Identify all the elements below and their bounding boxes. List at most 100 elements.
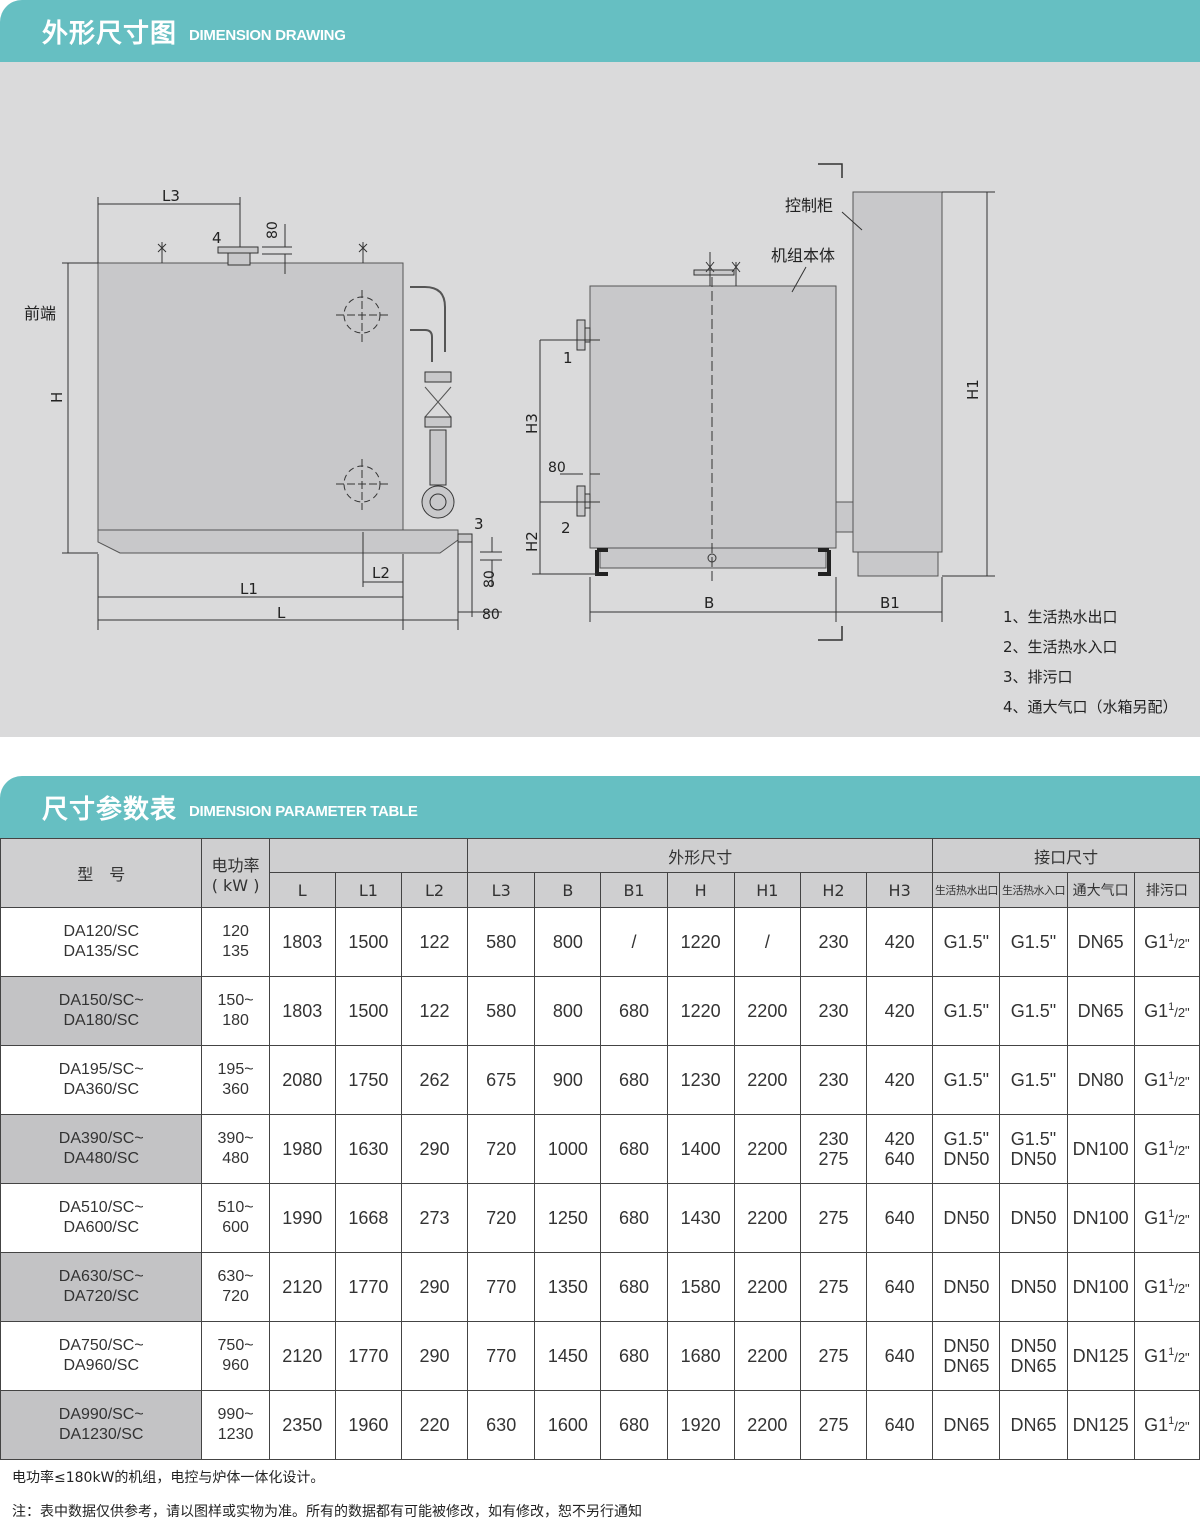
cell-h1: 2200 (733, 976, 801, 1046)
cell-line: 230 (818, 932, 849, 952)
cell-line: DN65 (943, 1356, 990, 1376)
header-power-unit: ( kW ) (211, 875, 260, 895)
drain-frac-den: /2" (1174, 1349, 1190, 1365)
cell-line: 630~ (217, 1268, 254, 1285)
cell-value: 1500 (348, 931, 389, 952)
cell-line: G1.5" (943, 1129, 990, 1149)
cell-value: 2200 (747, 1276, 788, 1297)
cell-l1: 1500 (334, 976, 402, 1046)
cell-power: 390~480 (201, 1114, 270, 1184)
cell-line: 640 (884, 1415, 915, 1435)
cell-b1: 680 (600, 976, 668, 1046)
cell-value: 262 (419, 1069, 450, 1090)
cell-value: 1630 (348, 1138, 389, 1159)
drain-base: G1 (1144, 1000, 1169, 1021)
cell-hot-water-inlet: DN65 (999, 1390, 1068, 1460)
cell-value: 1500 (348, 1000, 389, 1021)
port-1-label: 1 (563, 349, 573, 367)
cell-value: DN80 (1077, 1069, 1124, 1090)
cell-model: DA195/SC~DA360/SC (0, 1045, 203, 1115)
cell-value: 2120 (282, 1345, 323, 1366)
drain-base: G1 (1144, 1069, 1169, 1090)
cell-l: 1990 (268, 1183, 336, 1253)
cell-line: 150~ (217, 992, 254, 1009)
cell-line: 640 (884, 1346, 915, 1366)
cell-hot-water-inlet: G1.5"DN50 (999, 1114, 1068, 1184)
cell-model: DA510/SC~DA600/SC (0, 1183, 203, 1253)
cell-line: DN50 (1010, 1336, 1057, 1356)
cell-b: 1450 (534, 1321, 602, 1391)
cell-value: 122 (419, 1000, 450, 1021)
cell-h3: 640 (866, 1321, 934, 1391)
cell-value: 680 (618, 1276, 650, 1297)
cell-line: DA960/SC (63, 1357, 140, 1374)
drain-frac-num: 1 (1168, 1276, 1175, 1289)
cell-value: 1803 (282, 931, 323, 952)
legend-item: 2、生活热水入口 (1003, 638, 1118, 656)
cell-value: 1990 (282, 1207, 323, 1228)
cell-h: 1400 (666, 1114, 735, 1184)
side-unit-body (589, 285, 837, 549)
cell-drain: G11/2" (1133, 1252, 1200, 1322)
cell-h1: 2200 (733, 1045, 801, 1115)
cell-value: 1400 (680, 1138, 721, 1159)
drain-base: G1 (1144, 1414, 1169, 1435)
cell-value: 1220 (680, 1000, 721, 1021)
cell-line: 180 (222, 1012, 249, 1029)
cell-value: 1230 (680, 1069, 721, 1090)
cell-power: 510~600 (201, 1183, 270, 1253)
cell-l1: 1770 (334, 1321, 402, 1391)
cell-l: 1803 (268, 976, 336, 1046)
cell-value: 680 (618, 1138, 650, 1159)
header-outer-dims: 外形尺寸 (467, 838, 934, 873)
dimension-drawing-svg: 前端 L3 80 4 H L1 L L2 3 80 80 H3 H2 1 2 8… (24, 163, 995, 641)
header-port-col: 生活热水出口 (932, 872, 1001, 908)
section-header-tab: 外形尺寸图 DIMENSION DRAWING (0, 0, 1200, 62)
cell-line: 135 (222, 943, 249, 960)
cell-h1: / (733, 907, 801, 977)
cell-line: 275 (818, 1346, 849, 1366)
dim-H1: H1 (964, 379, 982, 400)
cell-line: DA135/SC (63, 943, 140, 960)
cell-value: 770 (486, 1345, 517, 1366)
cell-l2: 290 (400, 1252, 469, 1322)
cell-value: 2200 (747, 1069, 788, 1090)
cell-l2: 122 (400, 976, 469, 1046)
cell-power: 990~1230 (201, 1390, 270, 1460)
cell-h: 1580 (666, 1252, 735, 1322)
cell-line: 195~ (217, 1061, 254, 1078)
cell-l: 2120 (268, 1321, 336, 1391)
cell-l2: 273 (400, 1183, 469, 1253)
cell-l3: 720 (467, 1114, 536, 1184)
header-port-dims: 接口尺寸 (932, 838, 1200, 873)
cell-value: 675 (486, 1069, 517, 1090)
cell-l3: 770 (467, 1252, 536, 1322)
cell-line: G1.5" (943, 932, 990, 952)
front-base (97, 529, 459, 554)
cell-value: 1680 (680, 1345, 721, 1366)
cell-drain: G11/2" (1133, 976, 1200, 1046)
cell-hot-water-outlet: DN50 (932, 1183, 1001, 1253)
cell-value: 720 (486, 1138, 517, 1159)
header-col-h: H (666, 872, 735, 908)
header-port-col: 排污口 (1133, 872, 1200, 908)
cell-hot-water-inlet: G1.5" (999, 976, 1068, 1046)
header-col-h3: H3 (866, 872, 934, 908)
header-model: 型 号 (0, 838, 203, 908)
cell-value: 1770 (348, 1345, 389, 1366)
dim-L3: L3 (162, 187, 180, 205)
drain-frac-den: /2" (1174, 1418, 1190, 1434)
cell-h3: 640 (866, 1390, 934, 1460)
section-subtitle: DIMENSION PARAMETER TABLE (189, 802, 418, 820)
drain-frac-num: 1 (1168, 1000, 1175, 1013)
cell-h1: 2200 (733, 1321, 801, 1391)
dim-80-top: 80 (265, 221, 281, 239)
cell-power: 750~960 (201, 1321, 270, 1391)
cell-line: 720 (222, 1288, 249, 1305)
header-col-h2: H2 (799, 872, 868, 908)
header-power-label: 电功率 (211, 855, 260, 875)
